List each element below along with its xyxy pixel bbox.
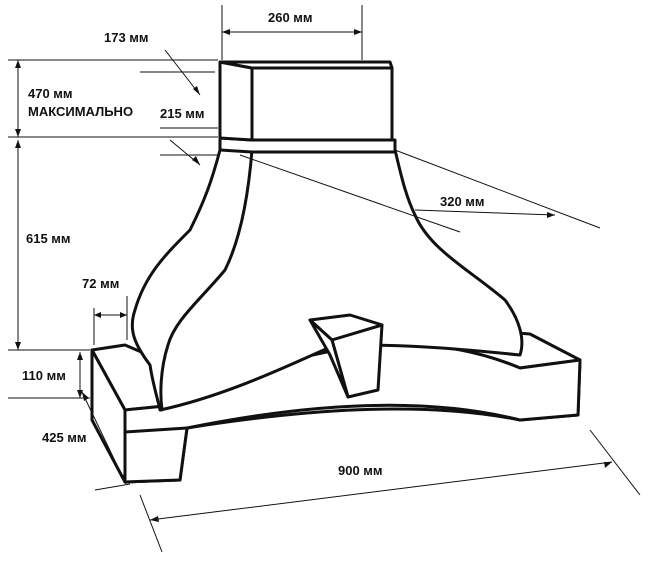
chimney-top — [218, 60, 394, 70]
keystone-side — [308, 318, 350, 399]
chimney-side — [250, 66, 394, 142]
hood-body — [130, 148, 524, 412]
label-base-height: 110 мм — [22, 368, 66, 383]
label-collar-depth: 215 мм — [160, 106, 205, 121]
label-base-depth: 425 мм — [42, 430, 87, 445]
label-base-width: 900 мм — [338, 463, 383, 478]
dimension-labels: 260 мм 173 мм 470 мм МАКСИМАЛЬНО 215 мм … — [22, 10, 485, 478]
base-front-lower — [123, 426, 189, 484]
dimension-lines — [8, 5, 641, 553]
label-body-height: 615 мм — [26, 231, 71, 246]
label-top-width: 260 мм — [268, 10, 313, 25]
label-top-height: 470 мм — [28, 86, 73, 101]
hood-drawing — [90, 60, 582, 484]
chimney-front — [218, 60, 254, 142]
label-top-depth: 173 мм — [104, 30, 149, 45]
label-base-inset: 72 мм — [82, 276, 119, 291]
label-top-height-note: МАКСИМАЛЬНО — [28, 104, 133, 119]
label-body-depth: 320 мм — [440, 194, 485, 209]
hood-body-inner-curve — [159, 148, 254, 412]
